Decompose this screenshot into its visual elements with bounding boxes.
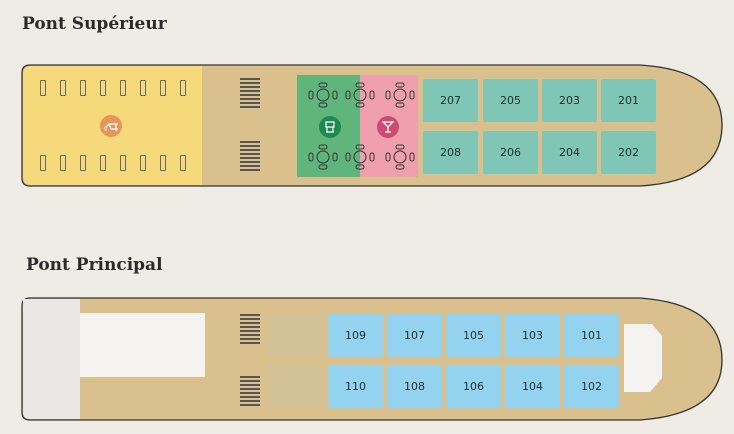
sun-lounger-icon [100, 115, 122, 137]
cabin-204[interactable]: 204 [542, 131, 597, 174]
sun-lounger-icon [100, 80, 106, 96]
upper-deck-title: Pont Supérieur [22, 14, 167, 34]
sun-lounger-icon [60, 80, 66, 96]
sun-lounger-icon [80, 80, 86, 96]
table-chairs-icon [345, 82, 375, 108]
sun-lounger-icon [180, 155, 186, 171]
sun-lounger-icon [40, 80, 46, 96]
table-chairs-icon [308, 144, 338, 170]
sun-lounger-icon [140, 80, 146, 96]
main-bow-area [624, 324, 662, 392]
table-chairs-icon [385, 82, 415, 108]
sun-lounger-icon [160, 155, 166, 171]
cabin-208[interactable]: 208 [423, 131, 478, 174]
cabin-108[interactable]: 108 [387, 365, 442, 408]
cabin-103[interactable]: 103 [505, 314, 560, 357]
cabin-201[interactable]: 201 [601, 79, 656, 122]
staircase-icon [240, 78, 260, 110]
cabin-205[interactable]: 205 [483, 79, 538, 122]
cabin-102[interactable]: 102 [564, 365, 619, 408]
cabin-107[interactable]: 107 [387, 314, 442, 357]
service-area [268, 314, 323, 356]
staircase-icon [240, 314, 260, 346]
dining-chef-icon [319, 116, 341, 138]
sun-lounger-icon [80, 155, 86, 171]
cabin-203[interactable]: 203 [542, 79, 597, 122]
cocktail-icon [377, 116, 399, 138]
main-stern-area [23, 299, 80, 419]
cabin-104[interactable]: 104 [505, 365, 560, 408]
cabin-110[interactable]: 110 [328, 365, 383, 408]
sun-lounger-icon [100, 155, 106, 171]
sun-lounger-icon [120, 80, 126, 96]
cabin-206[interactable]: 206 [483, 131, 538, 174]
table-chairs-icon [385, 144, 415, 170]
main-lounge-area [80, 313, 205, 377]
cabin-109[interactable]: 109 [328, 314, 383, 357]
main-deck-title: Pont Principal [26, 255, 163, 275]
cabin-105[interactable]: 105 [446, 314, 501, 357]
table-chairs-icon [345, 144, 375, 170]
sun-lounger-icon [140, 155, 146, 171]
table-chairs-icon [308, 82, 338, 108]
sun-lounger-icon [120, 155, 126, 171]
staircase-icon [240, 141, 260, 173]
cabin-106[interactable]: 106 [446, 365, 501, 408]
service-area [268, 365, 323, 407]
cabin-202[interactable]: 202 [601, 131, 656, 174]
cabin-207[interactable]: 207 [423, 79, 478, 122]
staircase-icon [240, 376, 260, 408]
sun-lounger-icon [160, 80, 166, 96]
sun-lounger-icon [60, 155, 66, 171]
cabin-101[interactable]: 101 [564, 314, 619, 357]
sun-lounger-icon [40, 155, 46, 171]
sun-lounger-icon [180, 80, 186, 96]
